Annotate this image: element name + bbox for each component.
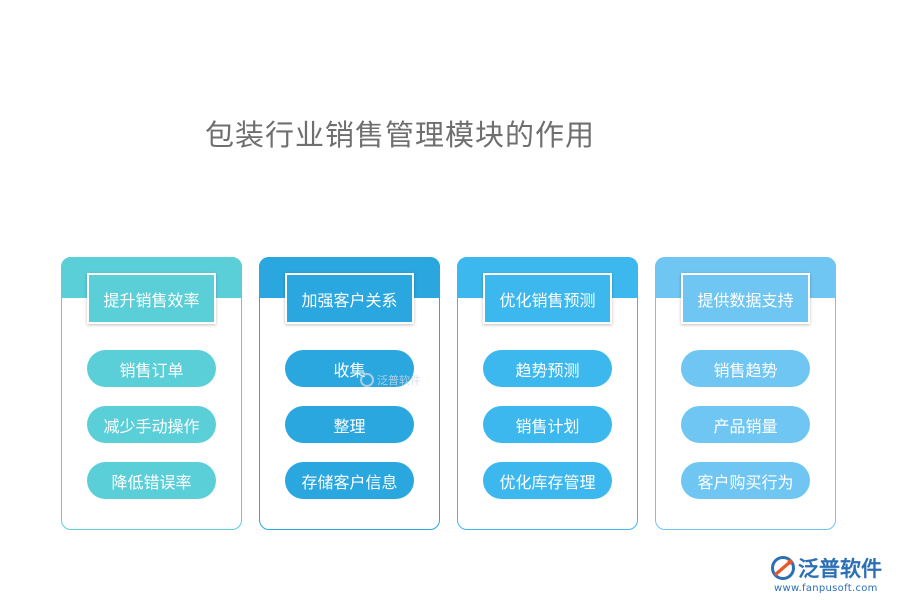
card-item: 优化库存管理 (483, 462, 612, 499)
card-item: 收集 (285, 350, 414, 387)
card-item: 存储客户信息 (285, 462, 414, 499)
column-card-efficiency: 提升销售效率 销售订单 减少手动操作 降低错误率 (61, 257, 242, 530)
brand-name: 泛普软件 (798, 557, 882, 581)
card-item: 降低错误率 (87, 462, 216, 499)
column-card-customer: 加强客户关系 收集 整理 存储客户信息 (259, 257, 440, 530)
brand-logo-icon (771, 556, 795, 580)
card-item: 客户购买行为 (681, 462, 810, 499)
column-card-data: 提供数据支持 销售趋势 产品销量 客户购买行为 (655, 257, 836, 530)
card-heading: 加强客户关系 (285, 273, 414, 324)
watermark-logo-icon (360, 373, 374, 387)
brand-logo: 泛普软件 www.fanpusoft.com (770, 553, 892, 595)
brand-url: www.fanpusoft.com (774, 583, 878, 594)
card-heading: 提升销售效率 (87, 273, 216, 324)
card-item: 销售计划 (483, 406, 612, 443)
column-card-forecast: 优化销售预测 趋势预测 销售计划 优化库存管理 (457, 257, 638, 530)
watermark: 泛普软件 (360, 372, 421, 388)
page-title: 包装行业销售管理模块的作用 (205, 118, 596, 152)
card-heading: 提供数据支持 (681, 273, 810, 324)
card-item: 减少手动操作 (87, 406, 216, 443)
card-item: 整理 (285, 406, 414, 443)
watermark-text: 泛普软件 (377, 374, 421, 387)
card-item: 趋势预测 (483, 350, 612, 387)
card-heading: 优化销售预测 (483, 273, 612, 324)
card-item: 产品销量 (681, 406, 810, 443)
card-item: 销售趋势 (681, 350, 810, 387)
card-item: 销售订单 (87, 350, 216, 387)
